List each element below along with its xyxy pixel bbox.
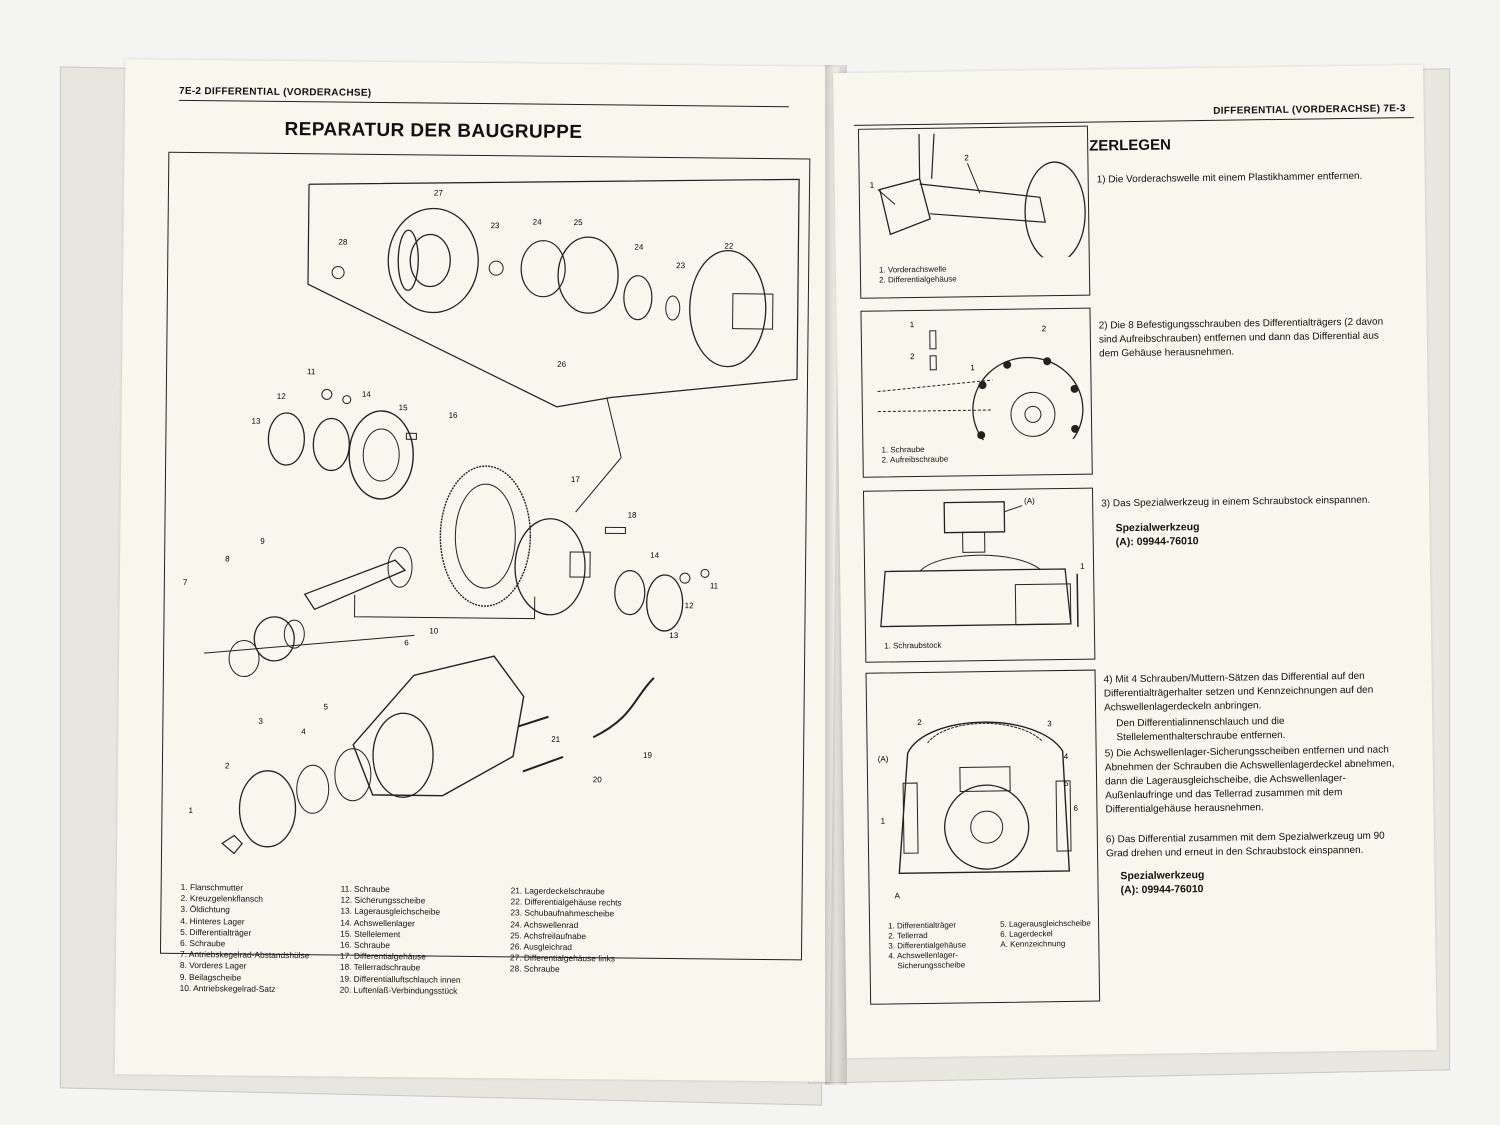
svg-text:19: 19 [643,751,653,760]
step-5: 5) Die Achswellenlager-Sicherungsscheibe… [1104,744,1395,816]
svg-text:2: 2 [910,352,915,361]
exploded-view-svg: 27 23 24 25 24 23 22 28 26 12 11 13 [183,178,800,855]
figure-legend: 1. Schraubstock [884,641,942,652]
legend-item: 1. Differentialträger [888,920,957,931]
legend-item: 28. Schraube [509,963,560,975]
svg-text:2: 2 [917,718,922,727]
legend-item: 1. Schraubstock [884,640,942,651]
figure-legend: 1. Vorderachswelle 2. Differentialgehäus… [879,264,957,285]
legend-item: 5. Lagerausgleichscheibe [999,918,1091,929]
figure-differential-assembly: 2 3 (A) 4 5 6 1 A 1. Differentialträger … [865,669,1101,1005]
header-rule [178,99,789,108]
fig1-label-2: 2 [964,153,969,162]
step-6: 6) Das Differential zusammen mit dem Spe… [1105,830,1385,860]
svg-text:1: 1 [970,363,975,372]
running-head-right: DIFFERENTIAL (VORDERACHSE) 7E-3 [1213,103,1406,117]
svg-text:4: 4 [301,727,306,736]
legend-column-1: 1. Flanschmutter 2. Kreuzgelenkflansch 3… [180,882,361,996]
svg-text:A: A [895,891,901,900]
figure-carrier-bolts: 1 2 2 1 1. Schraube 2. Aufreibschraube [860,307,1093,478]
svg-text:(A): (A) [878,754,889,763]
legend-column-3: 21. Lagerdeckelschraube 22. Differential… [510,885,691,977]
step-4: 4) Mit 4 Schrauben/Muttern-Sätzen das Di… [1103,670,1374,714]
svg-text:13: 13 [669,631,679,640]
svg-text:2: 2 [225,761,230,770]
step-3: 3) Das Spezialwerkzeug in einem Schraubs… [1101,494,1371,510]
svg-text:15: 15 [399,403,409,412]
svg-text:6: 6 [404,638,409,647]
left-page: 7E-2 DIFFERENTIAL (VORDERACHSE) REPARATU… [114,59,841,1082]
legend-item: Sicherungsscheibe [888,960,966,971]
svg-text:24: 24 [533,218,543,227]
svg-text:10: 10 [429,626,439,635]
svg-text:20: 20 [593,775,603,784]
right-page: DIFFERENTIAL (VORDERACHSE) 7E-3 ZERLEGEN… [833,64,1437,1059]
section-title: ZERLEGEN [1089,136,1171,155]
svg-text:8: 8 [225,554,230,563]
svg-text:16: 16 [449,411,459,420]
svg-text:25: 25 [574,218,584,227]
figure-vise-tool: (A) 1 1. Schraubstock [862,487,1096,663]
svg-text:1: 1 [188,806,193,815]
part-differential-case-left [387,207,479,314]
page-title: REPARATUR DER BAUGRUPPE [284,118,583,144]
svg-text:2: 2 [1042,324,1047,333]
svg-text:3: 3 [258,717,263,726]
figure-legend: 1. Schraube 2. Aufreibschraube [881,445,948,466]
svg-text:5: 5 [1064,779,1069,788]
callout-27: 27 [434,189,444,198]
header-rule [853,117,1414,126]
svg-text:12: 12 [685,601,695,610]
legend-item: 20. Luftenlaß-Verbindungsstück [339,984,458,996]
legend-item: A. Kennzeichnung [1000,939,1066,949]
figure-legend-left: 1. Differentialträger 2. Tellerrad 3. Di… [888,920,966,971]
step-2: 2) Die 8 Befestigungsschrauben des Diffe… [1098,316,1384,360]
svg-text:9: 9 [260,537,265,546]
legend-item: 2. Aufreibschraube [881,454,949,465]
svg-text:23: 23 [491,221,501,230]
svg-text:21: 21 [551,735,561,744]
svg-text:14: 14 [362,390,372,399]
svg-text:26: 26 [557,360,567,369]
figure-legend-right: 5. Lagerausgleichscheibe 6. Lagerdeckel … [1000,919,1091,950]
svg-text:11: 11 [307,367,316,376]
legend-column-2: 11. Schraube 12. Sicherungsscheibe 13. L… [340,884,521,998]
fig1-label-1: 1 [870,181,875,190]
svg-text:1: 1 [1080,562,1085,571]
svg-text:12: 12 [277,392,287,401]
svg-text:17: 17 [571,475,581,484]
svg-text:23: 23 [676,261,686,270]
step-1: 1) Die Vorderachswelle mit einem Plastik… [1096,170,1363,186]
svg-text:6: 6 [1073,804,1078,813]
svg-text:7: 7 [183,578,188,587]
svg-text:14: 14 [650,551,660,560]
svg-text:28: 28 [338,238,348,247]
svg-text:1: 1 [881,817,886,826]
special-tool-2: Spezialwerkzeug (A): 09944-76010 [1120,869,1205,897]
svg-text:18: 18 [628,511,638,520]
svg-text:24: 24 [634,243,644,252]
svg-text:13: 13 [252,417,262,426]
svg-text:3: 3 [1047,719,1052,728]
legend-item: 2. Differentialgehäuse [878,274,957,285]
svg-text:5: 5 [324,702,329,711]
special-tool-1: Spezialwerkzeug (A): 09944-76010 [1115,521,1200,549]
running-head-left: 7E-2 DIFFERENTIAL (VORDERACHSE) [178,85,372,99]
figure-front-axle-shaft: 1 2 1. Vorderachswelle 2. Differentialge… [857,125,1091,299]
svg-text:11: 11 [710,581,719,590]
svg-text:22: 22 [724,242,734,251]
svg-text:(A): (A) [1024,496,1035,505]
step-4-note: Den Differentialinnenschlauch und die St… [1116,715,1286,744]
open-manual: 7E-2 DIFFERENTIAL (VORDERACHSE) REPARATU… [60,55,1450,1106]
exploded-view-diagram: 27 23 24 25 24 23 22 28 26 12 11 13 [159,151,811,961]
svg-text:4: 4 [1064,752,1069,761]
svg-text:1: 1 [910,320,915,329]
legend-item: 10. Antriebskegelrad-Satz [179,982,276,994]
